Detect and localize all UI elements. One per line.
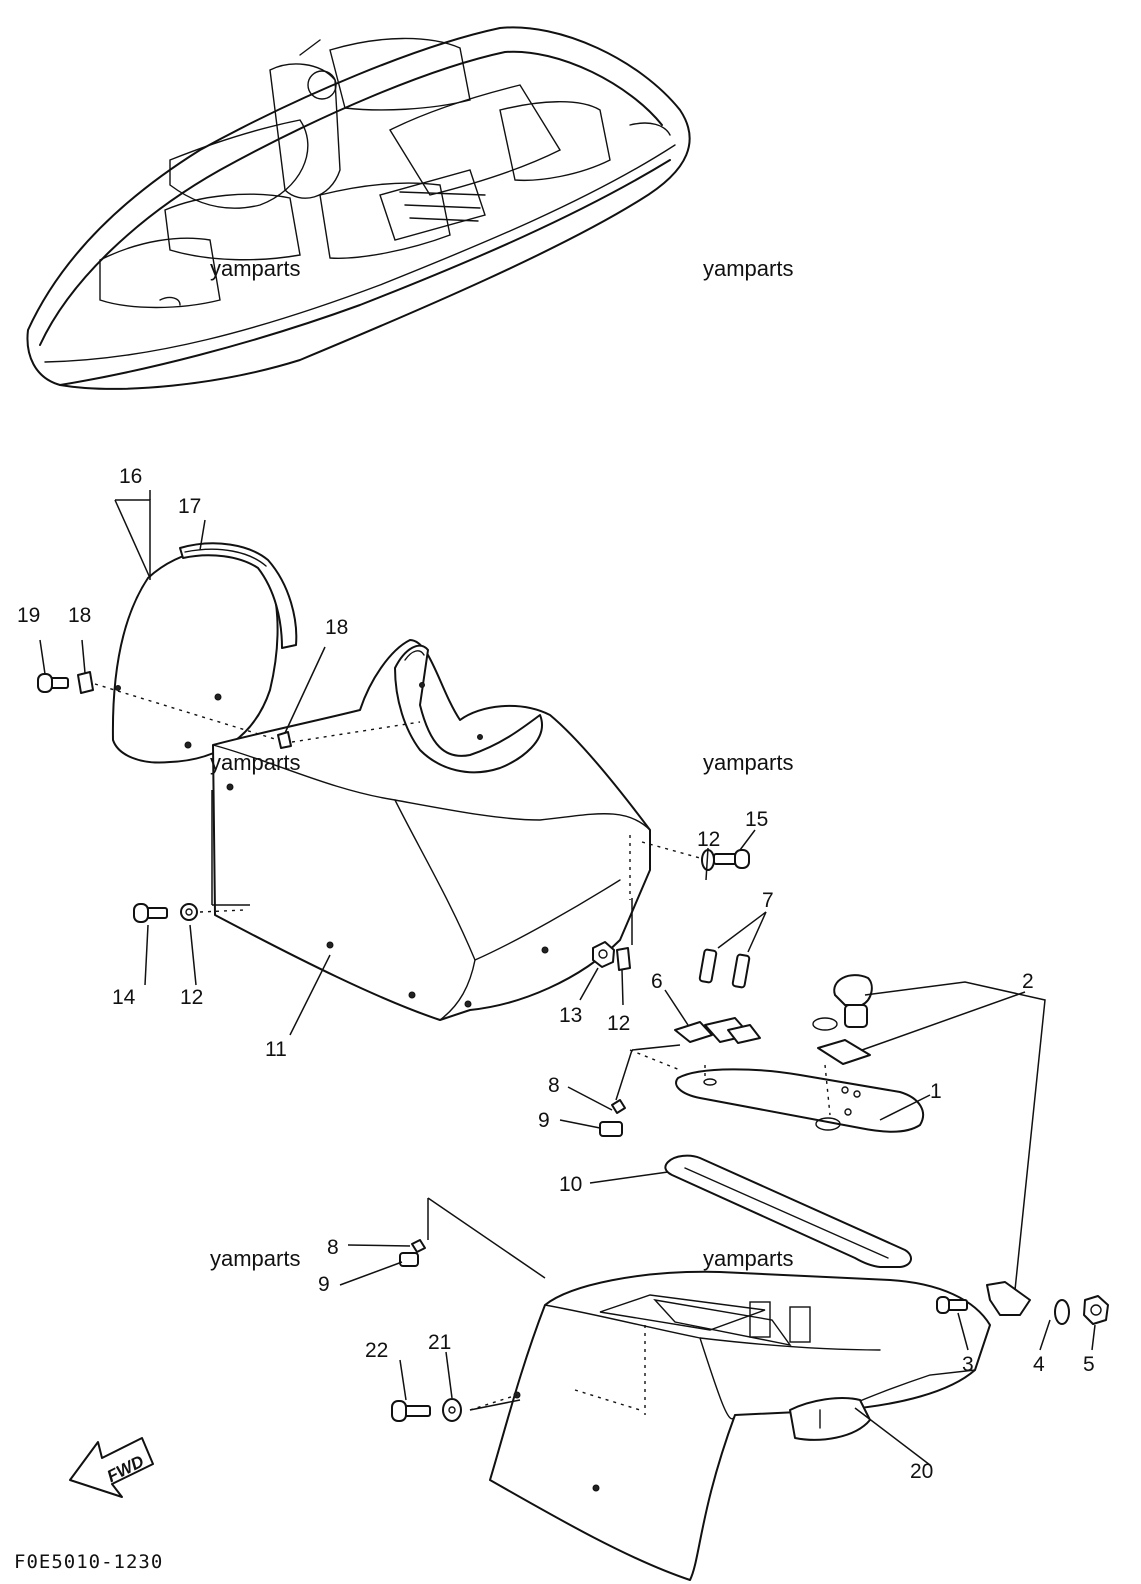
callout-8-upper: 8 bbox=[548, 1074, 560, 1097]
callout-18-left: 18 bbox=[68, 604, 91, 627]
callout-8-lower: 8 bbox=[327, 1236, 339, 1259]
washer-12-left bbox=[180, 903, 198, 921]
callout-2: 2 bbox=[1022, 970, 1034, 993]
fwd-arrow: FWD bbox=[69, 1437, 154, 1498]
callout-6: 6 bbox=[651, 970, 663, 993]
callout-22: 22 bbox=[365, 1339, 388, 1362]
callout-21: 21 bbox=[428, 1331, 451, 1354]
boat-overview-illustration bbox=[26, 26, 691, 390]
grommet-18-right bbox=[277, 731, 292, 749]
callout-14: 14 bbox=[112, 986, 136, 1009]
washer-21 bbox=[442, 1398, 462, 1422]
callout-17: 17 bbox=[178, 495, 201, 518]
callout-1: 1 bbox=[930, 1080, 942, 1103]
watermark: yamparts bbox=[703, 750, 793, 775]
callout-4: 4 bbox=[1033, 1353, 1045, 1376]
grommet-18-left bbox=[77, 671, 94, 694]
callout-20: 20 bbox=[910, 1460, 933, 1483]
fwd-arrow-icon bbox=[69, 1437, 154, 1498]
callout-7: 7 bbox=[762, 889, 774, 912]
callout-labels: 16 17 19 18 18 12 15 7 14 12 6 2 13 12 1… bbox=[17, 465, 1095, 1483]
storage-lid bbox=[675, 1017, 925, 1133]
nut-5 bbox=[1083, 1295, 1109, 1325]
callout-12-center: 12 bbox=[607, 1012, 630, 1035]
watermarks: yamparts yamparts yamparts yamparts yamp… bbox=[210, 256, 793, 1271]
watermark: yamparts bbox=[703, 1246, 793, 1271]
callout-19: 19 bbox=[17, 604, 40, 627]
windshield-assembly bbox=[111, 542, 298, 764]
callout-5: 5 bbox=[1083, 1353, 1095, 1376]
callout-12-left: 12 bbox=[180, 986, 203, 1009]
nut-8-9-lower bbox=[399, 1239, 426, 1267]
screw-15 bbox=[713, 849, 750, 869]
callout-11: 11 bbox=[265, 1038, 287, 1061]
nut-13 bbox=[592, 941, 615, 968]
callout-18-right: 18 bbox=[325, 616, 348, 639]
nut-8-9-upper bbox=[599, 1099, 626, 1137]
watermark: yamparts bbox=[703, 256, 793, 281]
clip-12-center bbox=[616, 947, 631, 971]
screw-3 bbox=[936, 1296, 968, 1314]
screw-14 bbox=[133, 903, 168, 923]
callout-9-lower: 9 bbox=[318, 1273, 330, 1296]
screw-19 bbox=[37, 673, 69, 693]
callout-9-upper: 9 bbox=[538, 1109, 550, 1132]
front-console bbox=[212, 639, 651, 1021]
leader-lines bbox=[39, 490, 1096, 1466]
diagram-code: F0E5010-1230 bbox=[14, 1551, 163, 1573]
rear-storage-unit bbox=[489, 1270, 991, 1581]
watermark: yamparts bbox=[210, 750, 300, 775]
assembly-lines bbox=[94, 683, 831, 1415]
washer-4 bbox=[1054, 1299, 1070, 1325]
callout-12-right-top: 12 bbox=[697, 828, 720, 851]
screw-22 bbox=[391, 1400, 431, 1422]
latch-and-screws bbox=[674, 948, 761, 1044]
watermark: yamparts bbox=[210, 1246, 300, 1271]
lock-assembly bbox=[817, 974, 1031, 1316]
callout-16: 16 bbox=[119, 465, 142, 488]
callout-13: 13 bbox=[559, 1004, 582, 1027]
watermark: yamparts bbox=[210, 256, 300, 281]
callout-10: 10 bbox=[559, 1173, 582, 1196]
callout-15: 15 bbox=[745, 808, 768, 831]
callout-3: 3 bbox=[962, 1353, 974, 1376]
